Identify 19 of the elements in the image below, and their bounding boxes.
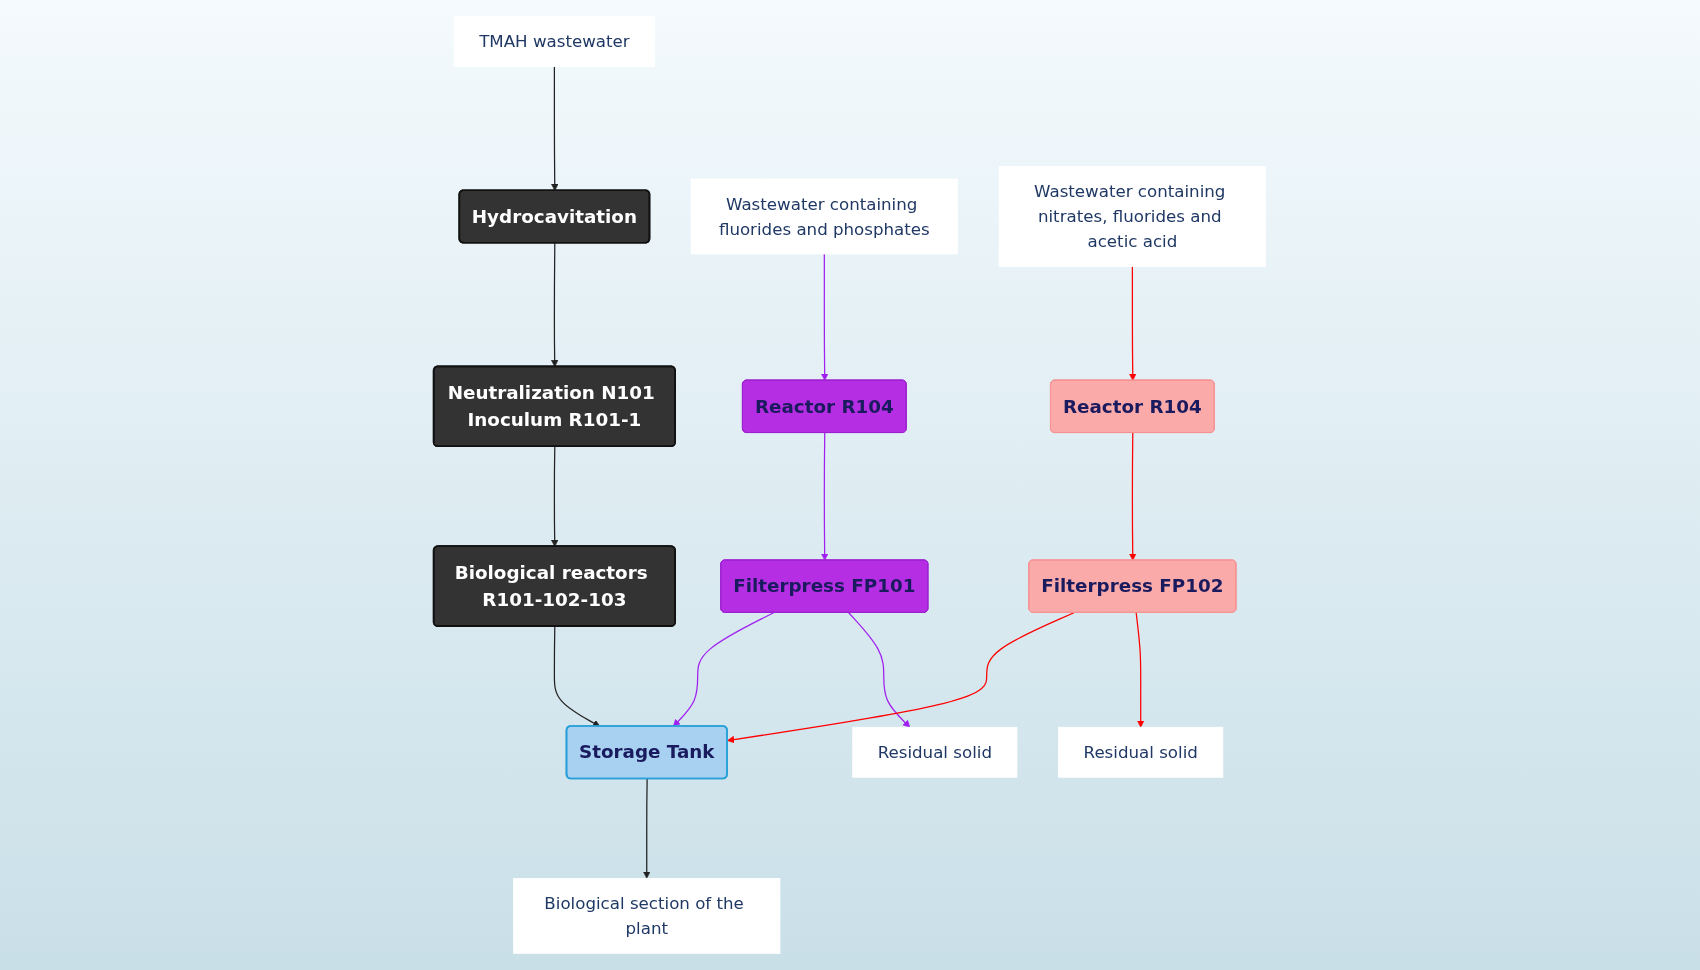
arrow — [1129, 265, 1137, 381]
arrow — [821, 253, 829, 381]
arrow — [848, 612, 911, 728]
arrow — [821, 432, 829, 561]
arrow — [551, 66, 559, 191]
node-box: Residual solid — [852, 726, 1018, 778]
arrow — [1129, 432, 1137, 561]
arrow — [1135, 612, 1145, 728]
node-box: Wastewater containing nitrates, fluorides and acetic acid — [999, 166, 1267, 267]
arrow — [551, 242, 559, 368]
arrow — [643, 778, 651, 879]
arrow — [673, 612, 775, 727]
node-box: TMAH wastewater — [454, 16, 656, 68]
node-box: Residual solid — [1058, 726, 1224, 778]
node-box: Biological section of the plant — [513, 877, 781, 954]
arrow — [727, 612, 1075, 744]
node-box: Wastewater containing fluorides and phosphates — [691, 178, 959, 255]
arrow — [551, 446, 559, 547]
arrow — [554, 625, 601, 727]
